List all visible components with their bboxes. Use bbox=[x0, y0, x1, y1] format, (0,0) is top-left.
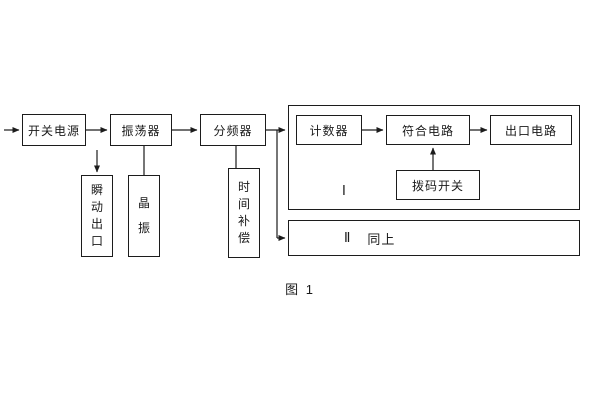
module1-group-box bbox=[288, 105, 580, 210]
coincidence-circuit-label: 符合电路 bbox=[401, 123, 454, 138]
module2-content: Ⅱ 同上 bbox=[344, 220, 395, 256]
instant-outlet-block: 瞬动出口 bbox=[81, 175, 113, 257]
counter-block: 计数器 bbox=[296, 115, 362, 145]
dip-switch-block: 拨码开关 bbox=[396, 170, 480, 200]
module1-numeral: Ⅰ bbox=[342, 183, 346, 198]
outlet-circuit-label: 出口电路 bbox=[504, 123, 557, 138]
crystal-oscillator-block: 晶振 bbox=[128, 175, 160, 257]
coincidence-circuit-block: 符合电路 bbox=[386, 115, 470, 145]
instant-outlet-label: 瞬动出口 bbox=[90, 182, 103, 249]
frequency-divider-label: 分频器 bbox=[213, 123, 253, 138]
dip-switch-label: 拨码开关 bbox=[411, 178, 464, 193]
oscillator-label: 振荡器 bbox=[121, 123, 161, 138]
time-compensation-label: 时间补偿 bbox=[237, 179, 250, 246]
module2-numeral: Ⅱ bbox=[344, 230, 352, 245]
switch-power-block: 开关电源 bbox=[22, 114, 86, 146]
time-compensation-block: 时间补偿 bbox=[228, 168, 260, 258]
outlet-circuit-block: 出口电路 bbox=[490, 115, 572, 145]
module2-group-box bbox=[288, 220, 580, 256]
crystal-oscillator-label: 晶振 bbox=[137, 195, 150, 235]
counter-label: 计数器 bbox=[309, 123, 349, 138]
switch-power-label: 开关电源 bbox=[27, 123, 80, 138]
oscillator-block: 振荡器 bbox=[110, 114, 172, 146]
frequency-divider-block: 分频器 bbox=[200, 114, 266, 146]
module2-same-as-above-label: 同上 bbox=[367, 231, 396, 247]
figure-caption: 图 1 bbox=[285, 282, 315, 297]
